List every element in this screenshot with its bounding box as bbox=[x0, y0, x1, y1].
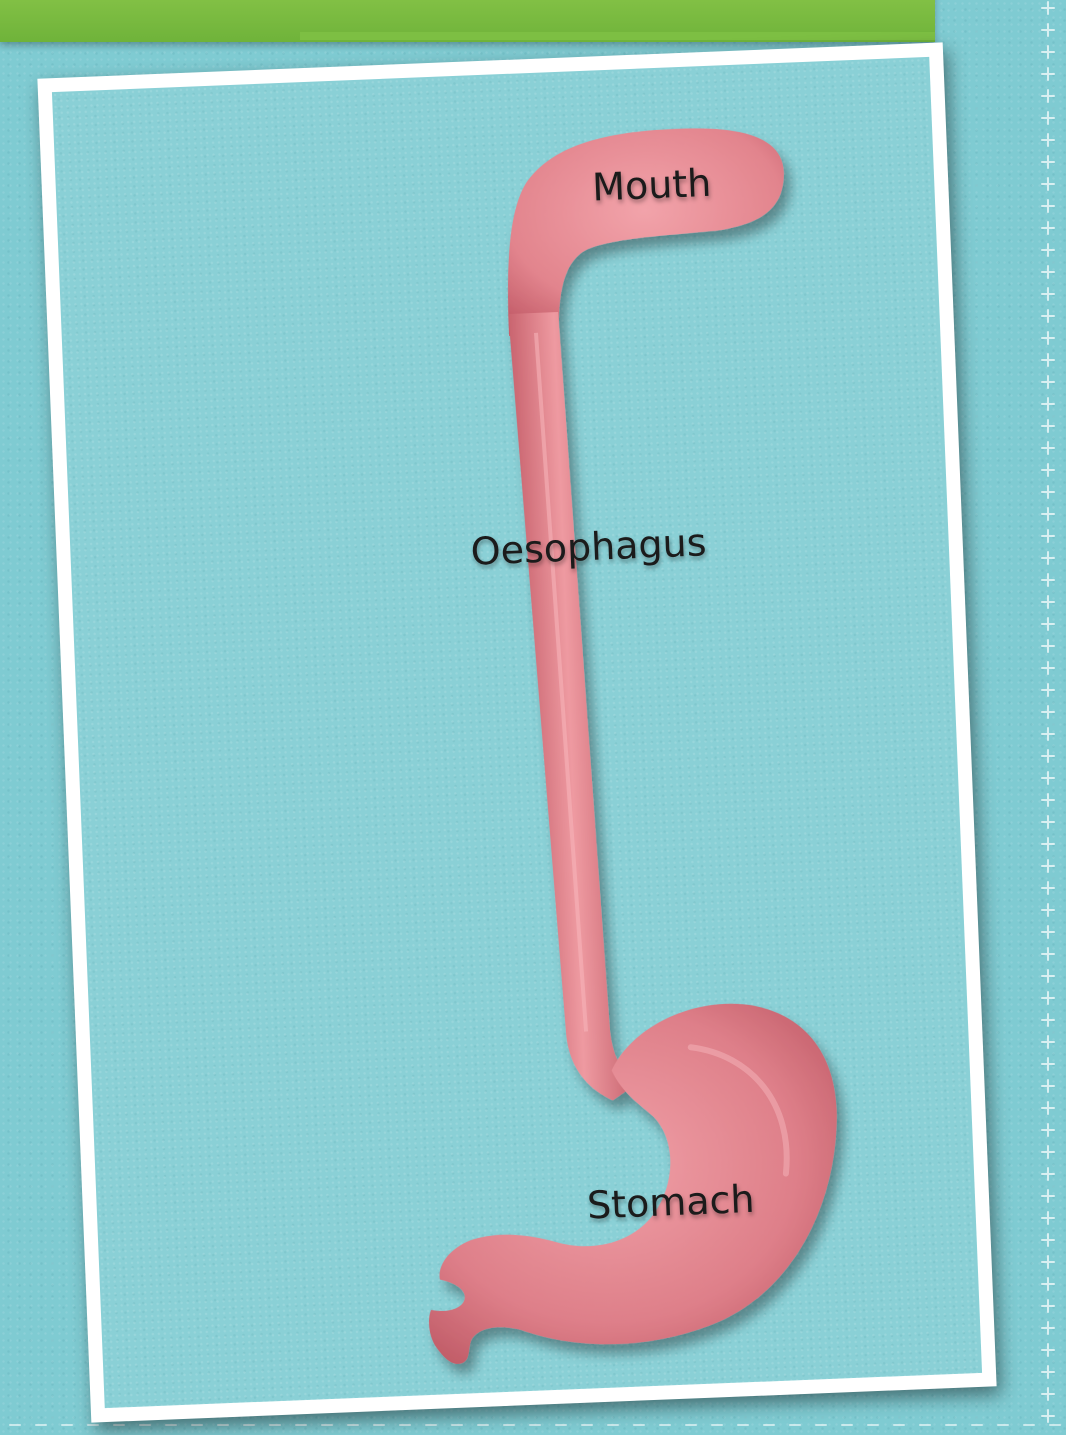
banner-notch bbox=[300, 32, 935, 40]
oesophagus-shape bbox=[508, 310, 641, 1103]
mouth-shape bbox=[501, 125, 790, 336]
label-mouth: Mouth bbox=[591, 161, 712, 210]
title-banner bbox=[0, 0, 935, 42]
diagram-panel: Mouth Oesophagus Stomach bbox=[52, 57, 982, 1408]
label-stomach: Stomach bbox=[586, 1177, 755, 1228]
diagram-card: Mouth Oesophagus Stomach bbox=[37, 42, 996, 1422]
stitched-border-right bbox=[1030, 0, 1066, 1435]
digestive-tract-illustration bbox=[52, 57, 982, 1408]
